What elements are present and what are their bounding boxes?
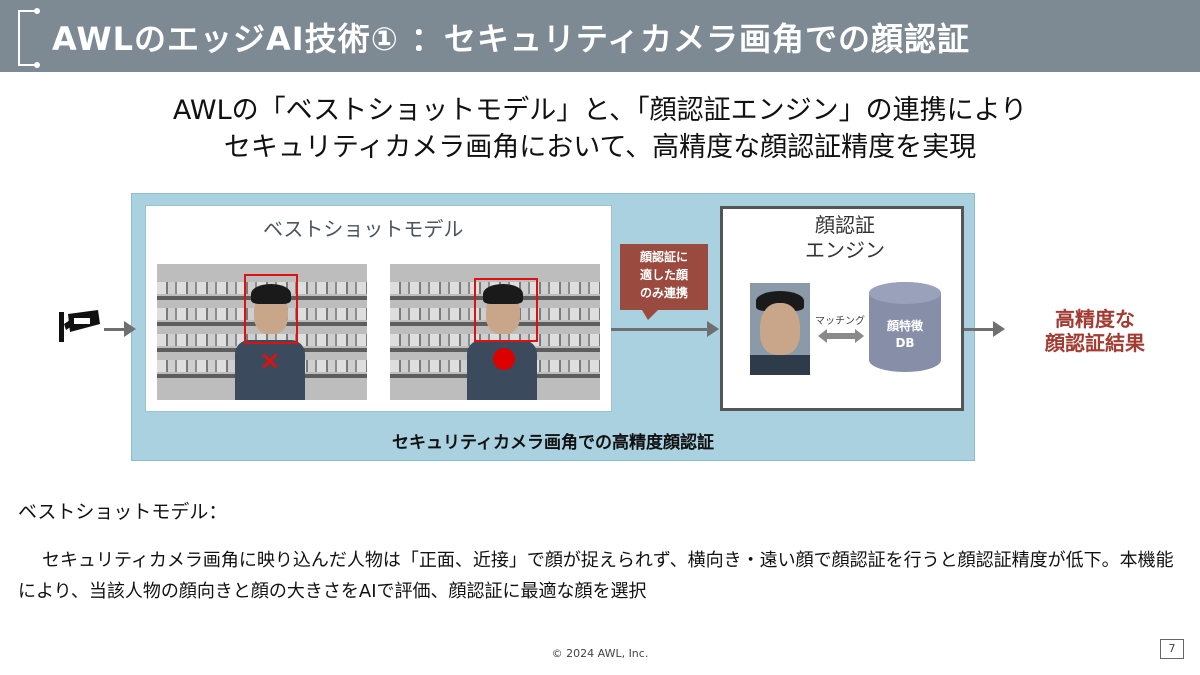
face-detection-box xyxy=(244,274,298,344)
flow-arrow-line xyxy=(611,328,707,331)
accept-mark xyxy=(493,348,515,370)
headline-line-1: AWLの「ベストショットモデル」と、「顔認証エンジン」の連携により xyxy=(172,95,1028,126)
callout-label: 顔認証に 適した顔 のみ連携 xyxy=(620,244,708,320)
description-body: セキュリティカメラ画角に映り込んだ人物は「正面、近接」で顔が捉えられず、横向き・… xyxy=(18,550,1174,602)
double-arrow-icon xyxy=(818,329,864,343)
database-label: 顔特徴 DB xyxy=(886,319,923,350)
result-arrow-line xyxy=(964,328,994,331)
reject-mark: × xyxy=(259,346,281,376)
security-camera-icon xyxy=(59,310,100,342)
flow-arrow-head xyxy=(707,321,719,337)
best-shot-model-title: ベストショットモデル xyxy=(263,217,464,241)
result-label: 高精度な 顔認証結果 xyxy=(1045,307,1145,355)
page-number: 7 xyxy=(1160,639,1184,659)
panel-caption: セキュリティカメラ画角での高精度顔認証 xyxy=(392,433,714,453)
face-detection-box xyxy=(474,278,538,342)
photo-side-face: × xyxy=(157,264,367,400)
camera-arrow-head xyxy=(124,321,136,337)
camera-arrow-line xyxy=(104,328,126,331)
description-title: ベストショットモデル： xyxy=(18,501,228,523)
headline-line-2: セキュリティカメラ画角において、高精度な顔認証精度を実現 xyxy=(223,132,977,163)
result-arrow-head xyxy=(993,321,1005,337)
slide-title: AWLのエッジAI技術① ：セキュリティカメラ画角での顔認証 xyxy=(52,20,971,58)
slide-header: AWLのエッジAI技術① ：セキュリティカメラ画角での顔認証 xyxy=(0,0,1200,72)
engine-title: 顔認証 エンジン xyxy=(805,213,885,262)
bracket-decoration xyxy=(18,8,40,68)
database-cylinder-icon xyxy=(869,282,941,372)
copyright-footer: © 2024 AWL, Inc. xyxy=(551,647,649,660)
face-crop-image xyxy=(750,283,810,375)
photo-front-face xyxy=(390,264,600,400)
matching-label: マッチング xyxy=(815,316,865,327)
